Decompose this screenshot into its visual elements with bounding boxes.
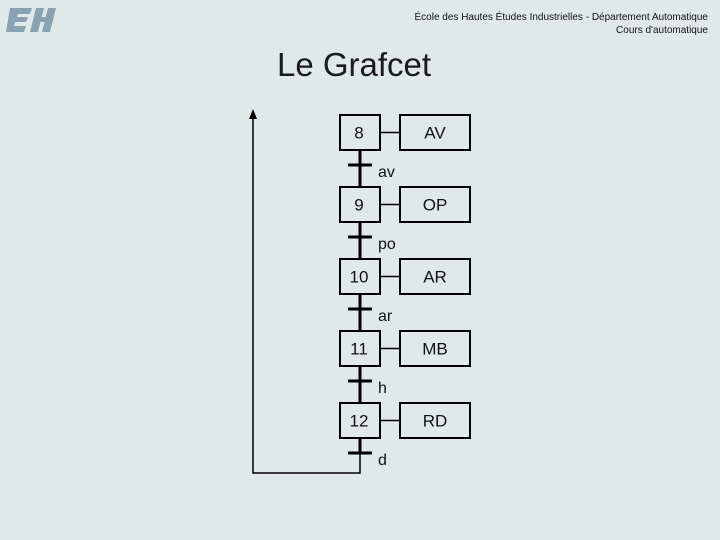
header: École des Hautes Études Industrielles - … — [415, 11, 709, 37]
loop-back-line — [252, 117, 361, 474]
transition-condition-ar: ar — [378, 308, 393, 325]
header-school: École des Hautes Études Industrielles - … — [414, 12, 709, 23]
action-label-8: AV — [424, 124, 446, 143]
step-number-10: 10 — [350, 268, 369, 287]
step-number-12: 12 — [350, 412, 369, 431]
action-box-10 — [399, 258, 471, 295]
action-box-12 — [399, 402, 471, 439]
transition-condition-av: av — [378, 164, 395, 181]
step-number-11: 11 — [350, 340, 368, 359]
step-number-8: 8 — [354, 124, 363, 143]
action-box-9 — [399, 186, 471, 223]
loop-arrow-icon — [249, 109, 257, 119]
action-box-11 — [399, 330, 471, 367]
action-box-8 — [399, 114, 471, 151]
step-number-9: 9 — [354, 196, 363, 215]
action-label-11: MB — [422, 340, 448, 359]
school-logo-icon — [6, 8, 56, 32]
transition-condition-d: d — [378, 452, 387, 469]
header-course: Cours d'automatique — [616, 25, 708, 36]
action-label-9: OP — [423, 196, 448, 215]
transition-condition-po: po — [378, 236, 396, 253]
transition-condition-h: h — [378, 380, 387, 397]
action-label-12: RD — [423, 412, 448, 431]
page-title: Le Grafcet — [277, 46, 432, 83]
action-label-10: AR — [423, 268, 447, 287]
